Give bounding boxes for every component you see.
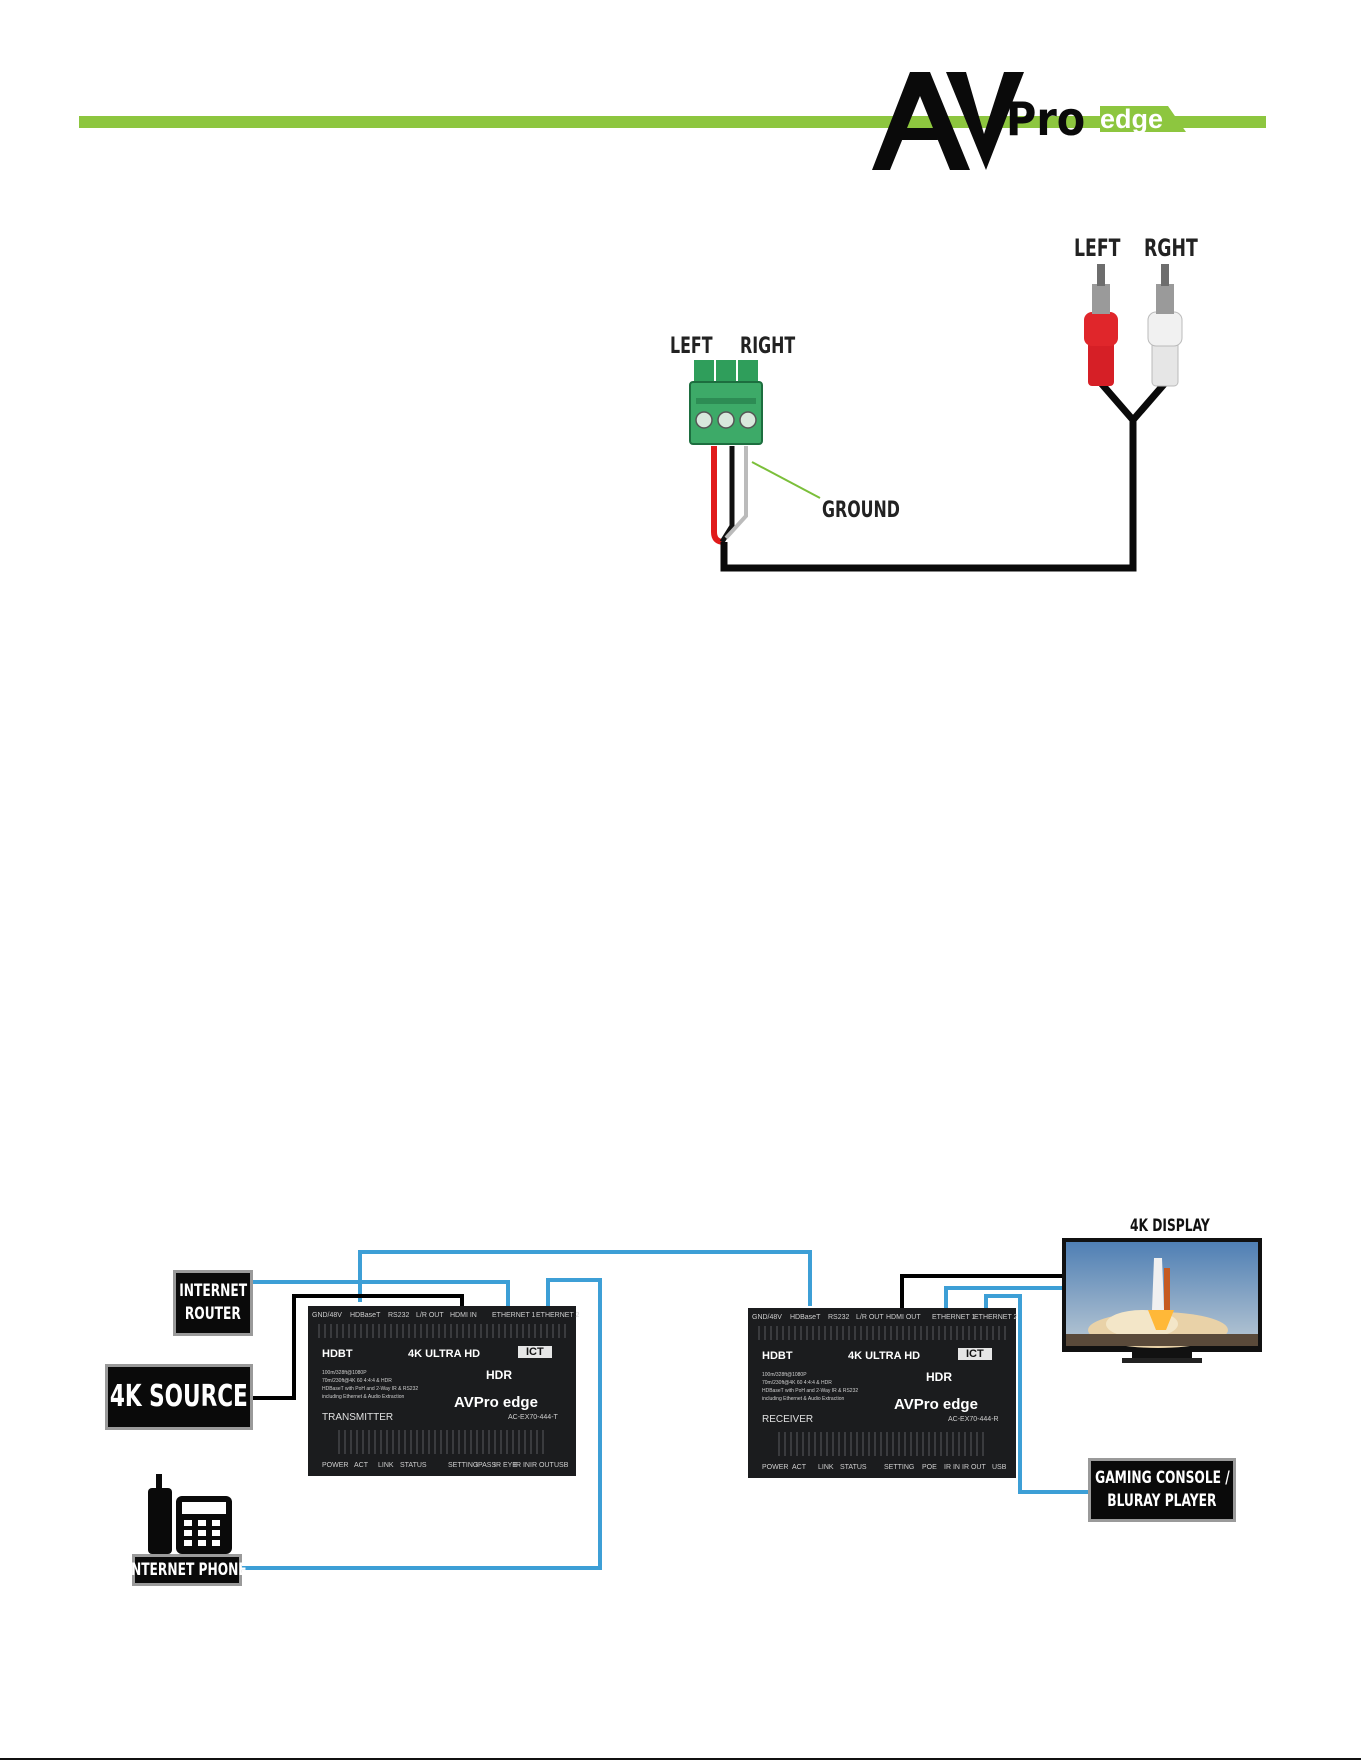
rx-led-6: POE (922, 1464, 937, 1471)
rx-port-2: HDBaseT (790, 1314, 820, 1321)
tx-led-4: STATUS (400, 1462, 427, 1469)
internet-router-label-1: INTERNET (179, 1280, 247, 1303)
transmitter-device: GND/48V HDBaseT RS232 L/R OUT HDMI IN ET… (308, 1306, 576, 1476)
rx-hdbt-logo: HDBT (762, 1350, 793, 1362)
tx-led-5: SETTING (448, 1462, 478, 1469)
rx-port-1: GND/48V (752, 1314, 782, 1321)
internet-phone-box: INTERNET PHONE (132, 1554, 242, 1586)
tx-port-2: HDBaseT (350, 1312, 380, 1319)
tx-vent-top (318, 1324, 566, 1338)
tx-led-3: LINK (378, 1462, 394, 1469)
rx-led-4: STATUS (840, 1464, 867, 1471)
tx-uhd-logo: 4K ULTRA HD (408, 1348, 480, 1360)
tx-spec-2: 70m/230ft@4K 60 4:4:4 & HDR (322, 1378, 392, 1384)
console-label-2: BLURAY PLAYER (1107, 1490, 1216, 1513)
tx-vent-bottom (338, 1430, 546, 1454)
tx-spec-4: including Ethernet & Audio Extraction (322, 1394, 404, 1400)
tx-model: AC-EX70-444-T (508, 1414, 558, 1421)
tx-spec-1: 100m/328ft@1080P (322, 1370, 367, 1376)
tx-hdbt-logo: HDBT (322, 1348, 353, 1360)
console-box: GAMING CONSOLE / BLURAY PLAYER (1088, 1458, 1236, 1522)
tx-ict-logo: ICT (518, 1346, 552, 1358)
rx-spec-1: 100m/328ft@1080P (762, 1372, 807, 1378)
rx-avpro-logo: AVPro edge (894, 1396, 978, 1413)
footer-rule (0, 1758, 1361, 1760)
rx-led-2: ACT (792, 1464, 806, 1471)
rx-name: RECEIVER (762, 1414, 813, 1425)
source-label: 4K SOURCE (110, 1377, 248, 1418)
source-box: 4K SOURCE (105, 1364, 253, 1430)
tx-name: TRANSMITTER (322, 1412, 393, 1423)
rx-vent-bottom (778, 1432, 986, 1456)
rx-spec-4: including Ethernet & Audio Extraction (762, 1396, 844, 1402)
rx-led-8: IR OUT (962, 1464, 986, 1471)
rx-spec-2: 70m/230ft@4K 60 4:4:4 & HDR (762, 1380, 832, 1386)
tx-led-1: POWER (322, 1462, 348, 1469)
tx-spec-3: HDBaseT with PoH and 2-Way IR & RS232 (322, 1386, 418, 1392)
rx-led-7: IR IN (944, 1464, 960, 1471)
internet-phone-label: INTERNET PHONE (127, 1559, 247, 1582)
rx-vent-top (758, 1326, 1006, 1340)
rx-model: AC-EX70-444-R (948, 1416, 999, 1423)
receiver-device: GND/48V HDBaseT RS232 L/R OUT HDMI OUT E… (748, 1308, 1016, 1478)
tx-port-1: GND/48V (312, 1312, 342, 1319)
display-device (1062, 1238, 1262, 1370)
rx-port-5: HDMI OUT (886, 1314, 921, 1321)
rx-port-7: ETHERNET 2 (974, 1314, 1017, 1321)
rx-led-1: POWER (762, 1464, 788, 1471)
tx-port-7: ETHERNET 2 (536, 1312, 579, 1319)
internet-phone: INTERNET PHONE (130, 1470, 244, 1588)
tx-led-2: ACT (354, 1462, 368, 1469)
console-label-1: GAMING CONSOLE / (1095, 1467, 1230, 1490)
tx-port-6: ETHERNET 1 (492, 1312, 535, 1319)
tx-port-3: RS232 (388, 1312, 409, 1319)
rx-ict-logo: ICT (958, 1348, 992, 1360)
tx-led-10: USB (554, 1462, 568, 1469)
tx-port-4: L/R OUT (416, 1312, 444, 1319)
tx-led-8: IR IN (514, 1462, 530, 1469)
rx-spec-3: HDBaseT with PoH and 2-Way IR & RS232 (762, 1388, 858, 1394)
tv-icon (1062, 1238, 1262, 1370)
rx-led-3: LINK (818, 1464, 834, 1471)
rx-uhd-logo: 4K ULTRA HD (848, 1350, 920, 1362)
rx-port-6: ETHERNET 1 (932, 1314, 975, 1321)
rx-led-9: USB (992, 1464, 1006, 1471)
rx-led-5: SETTING (884, 1464, 914, 1471)
tx-led-9: IR OUT (530, 1462, 554, 1469)
tx-port-5: HDMI IN (450, 1312, 477, 1319)
rx-port-3: RS232 (828, 1314, 849, 1321)
rx-hdr-logo: HDR (926, 1370, 952, 1384)
internet-router-box: INTERNET ROUTER (173, 1270, 253, 1336)
internet-router-label-2: ROUTER (185, 1303, 241, 1326)
tx-hdr-logo: HDR (486, 1368, 512, 1382)
tx-avpro-logo: AVPro edge (454, 1394, 538, 1411)
rx-port-4: L/R OUT (856, 1314, 884, 1321)
display-label: 4K DISPLAY (1130, 1216, 1210, 1236)
phone-icon (130, 1470, 244, 1556)
